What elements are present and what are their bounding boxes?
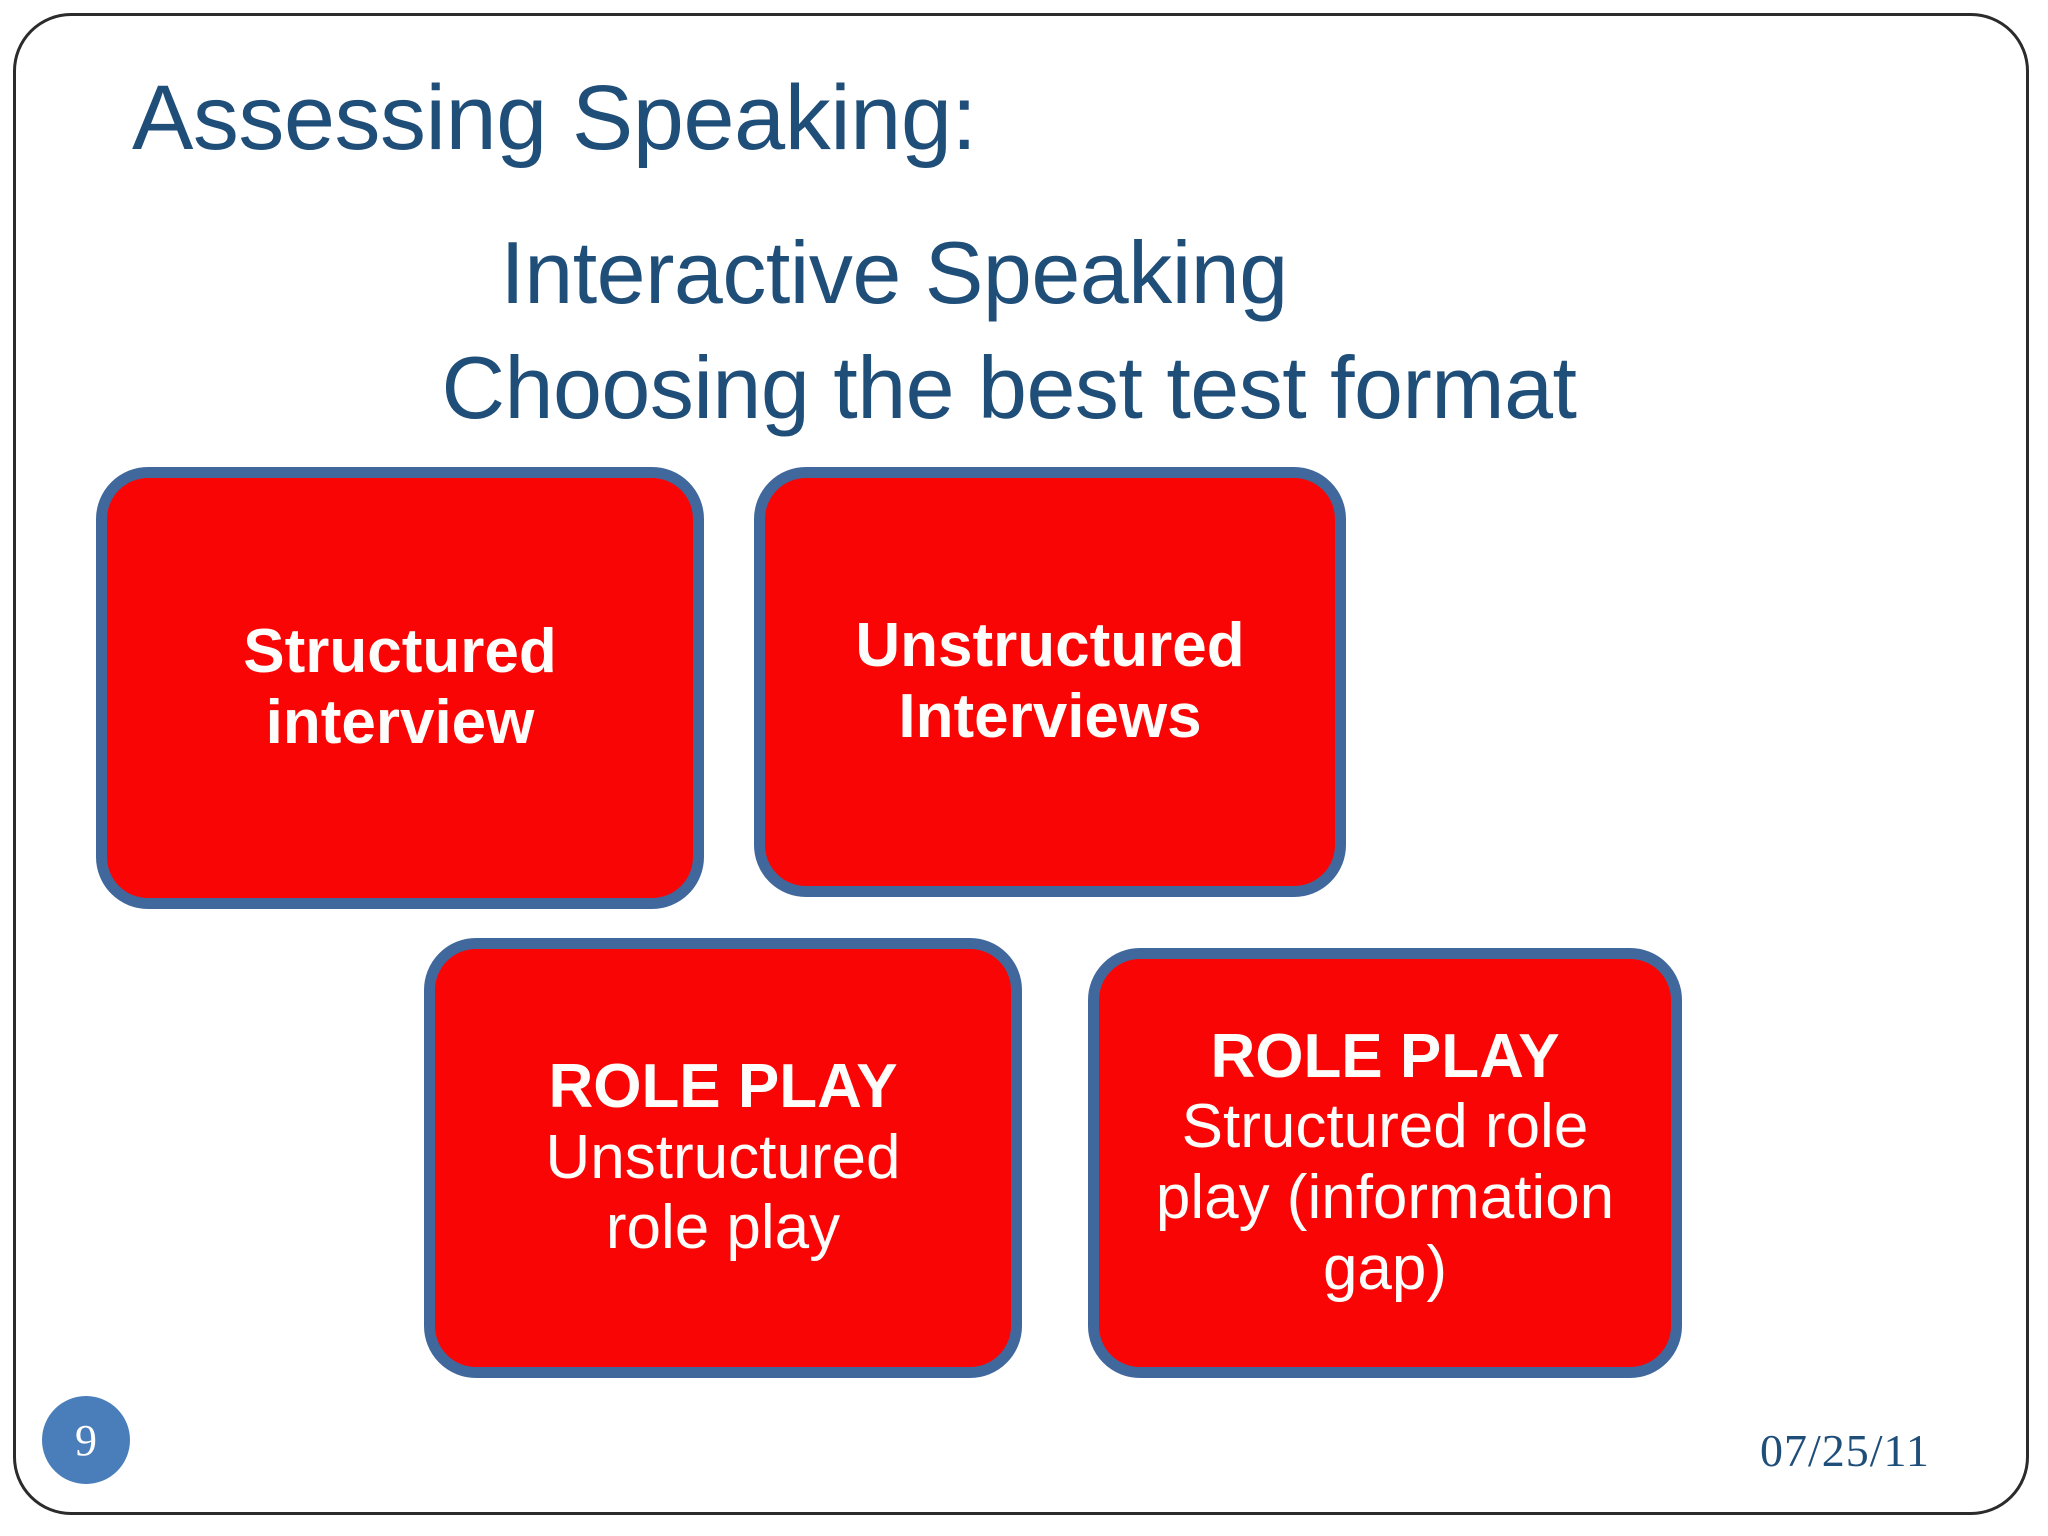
- box-structured-interview-line-2: interview: [265, 688, 535, 757]
- box-unstructured-interviews-line-1: Unstructured: [855, 611, 1245, 681]
- box-role-play-structured-line-1: Structured role: [1181, 1092, 1589, 1162]
- box-unstructured-interviews[interactable]: Unstructured Interviews: [754, 467, 1346, 897]
- box-role-play-unstructured-line-1: Unstructured: [545, 1122, 901, 1192]
- box-role-play-unstructured-line-2: role play: [605, 1193, 841, 1263]
- box-role-play-structured-line-3: gap): [1322, 1233, 1448, 1303]
- subtitle-choosing-best-test-format: Choosing the best test format: [441, 338, 1578, 437]
- slide-page-number-badge: 9: [42, 1396, 130, 1484]
- box-role-play-structured-line-2: play (information: [1155, 1163, 1615, 1232]
- box-structured-interview-line-1: Structured: [243, 617, 557, 687]
- box-role-play-structured[interactable]: ROLE PLAY Structured role play (informat…: [1088, 948, 1682, 1378]
- box-role-play-unstructured-title: ROLE PLAY: [548, 1051, 898, 1121]
- box-unstructured-interviews-line-2: Interviews: [898, 682, 1202, 751]
- slide-date: 07/25/11: [1760, 1425, 1930, 1476]
- page-title: Assessing Speaking:: [132, 67, 977, 169]
- box-role-play-unstructured[interactable]: ROLE PLAY Unstructured role play: [424, 938, 1022, 1378]
- subtitle-interactive-speaking: Interactive Speaking: [500, 223, 1288, 322]
- box-structured-interview[interactable]: Structured interview: [96, 467, 704, 909]
- box-role-play-structured-title: ROLE PLAY: [1210, 1021, 1560, 1091]
